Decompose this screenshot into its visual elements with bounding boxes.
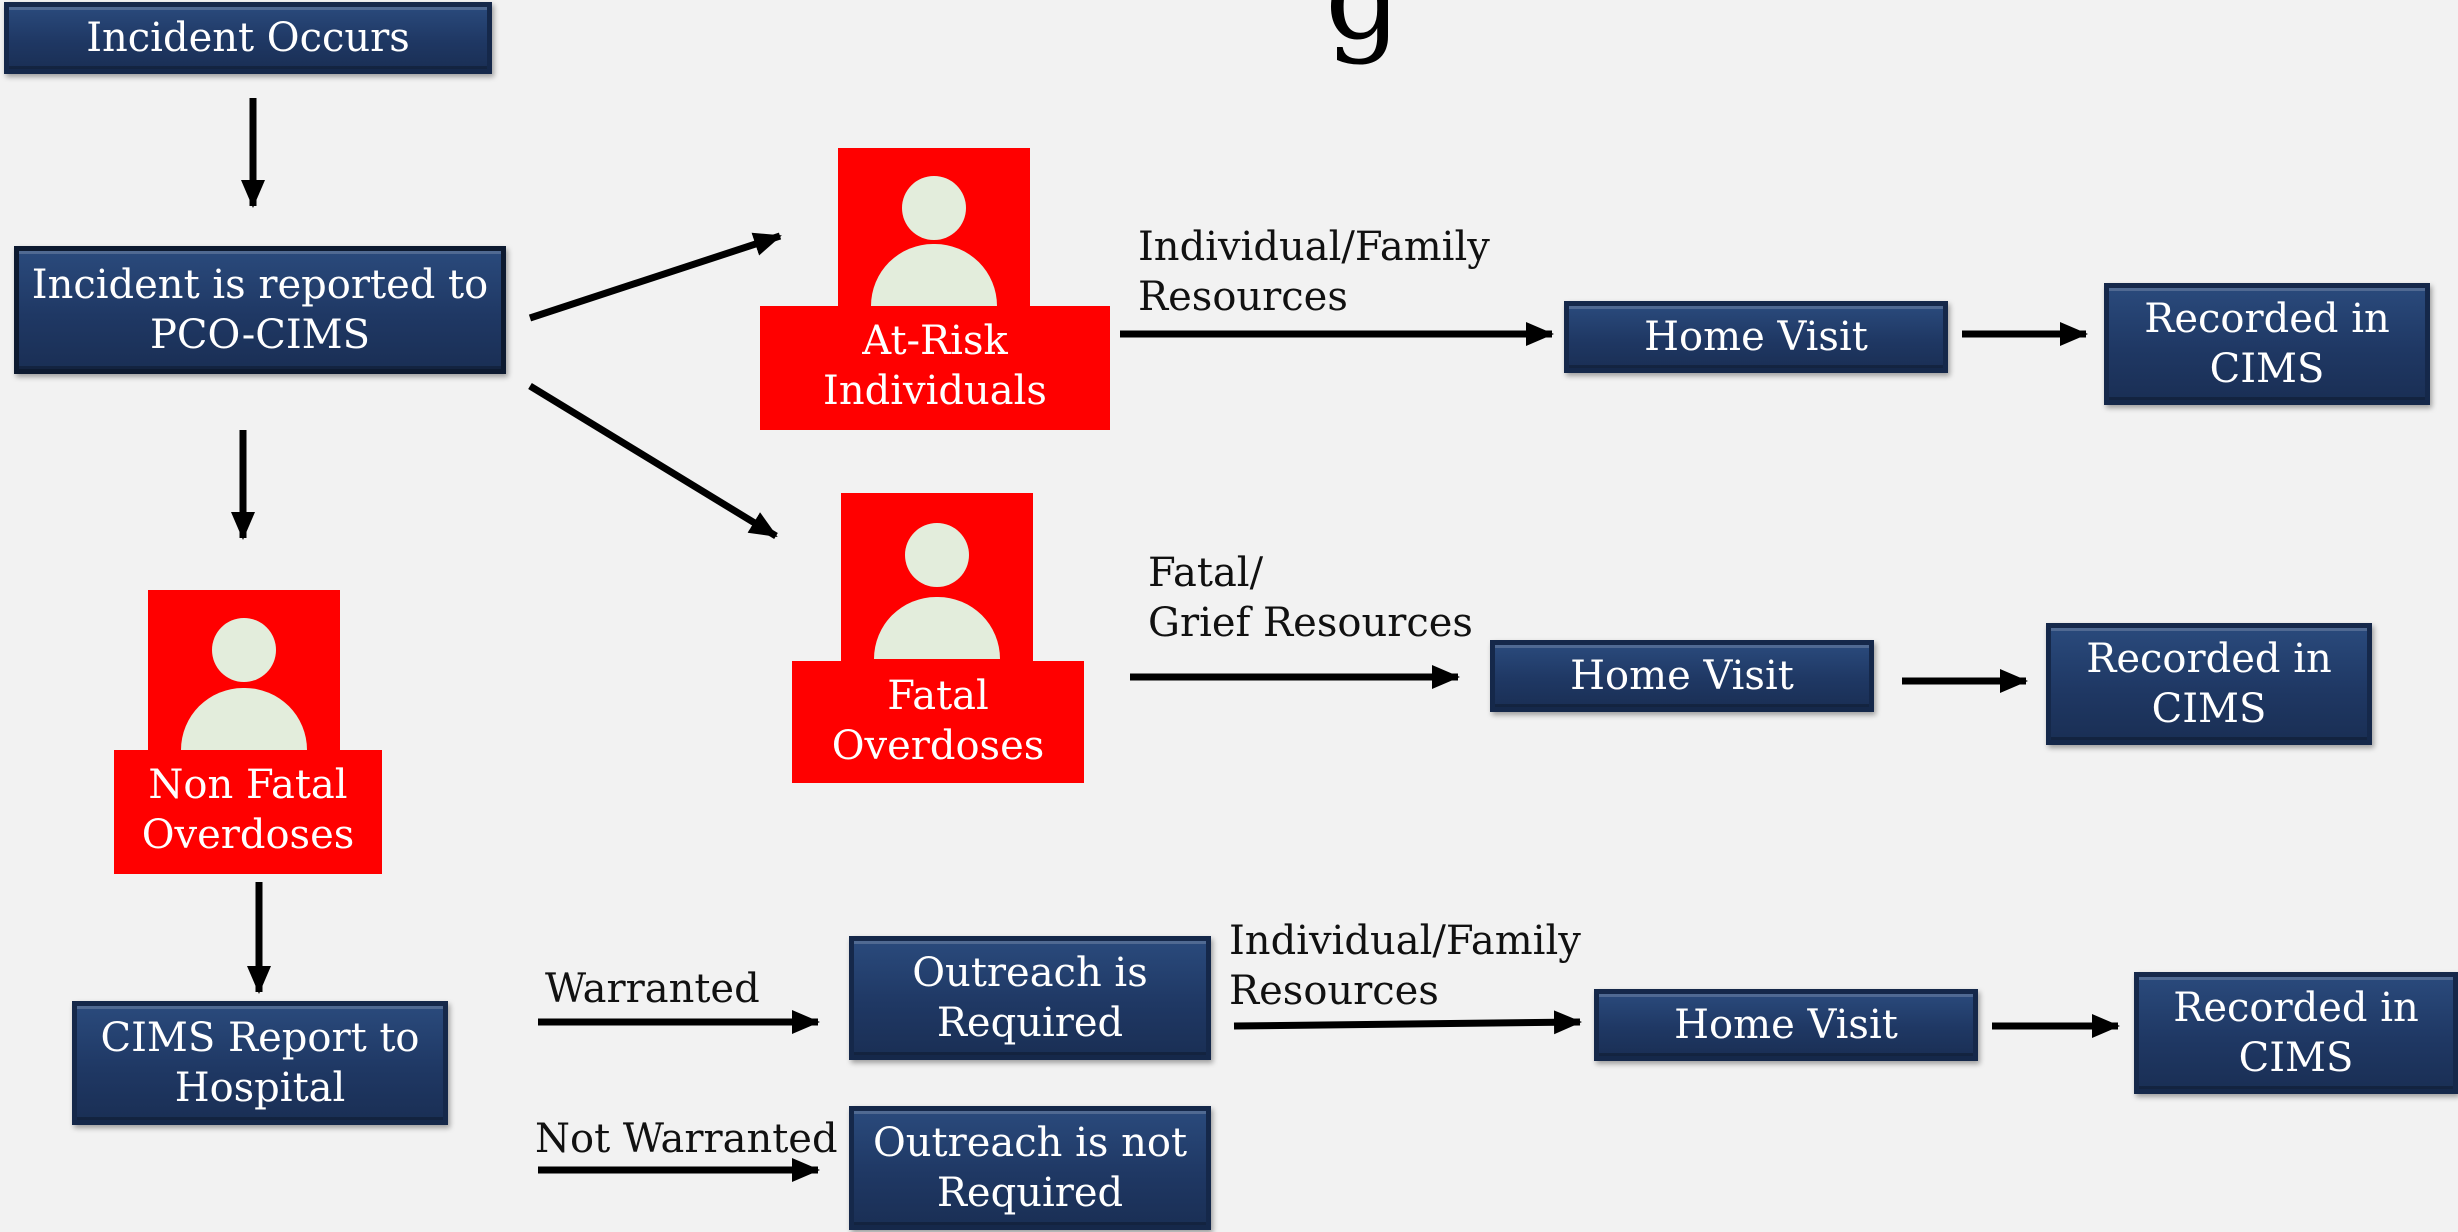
- title-fragment: g: [1325, 0, 1402, 58]
- resources-label-2: Individual/Family Resources: [1229, 918, 1581, 1014]
- home-visit-box-3: Home Visit: [1594, 989, 1978, 1061]
- person-head-icon: [902, 176, 966, 240]
- arrow-reported-to-fatal: [528, 383, 778, 539]
- incident-reported-box: Incident is reported to PCO-CIMS: [14, 246, 506, 374]
- at-risk-individuals-label: At-Risk Individuals: [823, 318, 1047, 414]
- non-fatal-overdoses-node: [148, 590, 340, 750]
- home-visit-box-1: Home Visit: [1564, 301, 1948, 373]
- recorded-in-cims-box-1: Recorded in CIMS: [2104, 283, 2430, 405]
- arrow-outreach-to-homevisit: [1233, 1010, 1582, 1035]
- arrow-reported-to-atrisk: [528, 232, 782, 322]
- person-head-icon: [212, 618, 276, 682]
- grief-resources-label: Fatal/ Grief Resources: [1148, 550, 1473, 646]
- home-visit-box-2: Home Visit: [1490, 640, 1874, 712]
- recorded-in-cims-box-2: Recorded in CIMS: [2046, 623, 2372, 745]
- incident-occurs-box: Incident Occurs: [4, 2, 492, 74]
- non-fatal-overdoses-label-panel: Non Fatal Overdoses: [114, 750, 382, 874]
- person-body-icon: [874, 597, 1000, 659]
- not-warranted-label: Not Warranted: [535, 1116, 838, 1162]
- person-body-icon: [181, 688, 307, 750]
- cims-report-hospital-box: CIMS Report to Hospital: [72, 1001, 448, 1125]
- resources-label-1: Individual/Family Resources: [1138, 224, 1490, 320]
- person-body-icon: [871, 244, 997, 306]
- at-risk-individuals-label-panel: At-Risk Individuals: [760, 306, 1110, 430]
- at-risk-individuals-node: [838, 148, 1030, 306]
- person-head-icon: [905, 523, 969, 587]
- warranted-label: Warranted: [545, 966, 760, 1012]
- outreach-not-required-box: Outreach is not Required: [849, 1106, 1211, 1230]
- outreach-required-box: Outreach is Required: [849, 936, 1211, 1060]
- non-fatal-overdoses-label: Non Fatal Overdoses: [141, 762, 355, 858]
- fatal-overdoses-node: [841, 493, 1033, 661]
- recorded-in-cims-box-3: Recorded in CIMS: [2134, 972, 2458, 1094]
- fatal-overdoses-label-panel: Fatal Overdoses: [792, 661, 1084, 783]
- fatal-overdoses-label: Fatal Overdoses: [831, 673, 1045, 769]
